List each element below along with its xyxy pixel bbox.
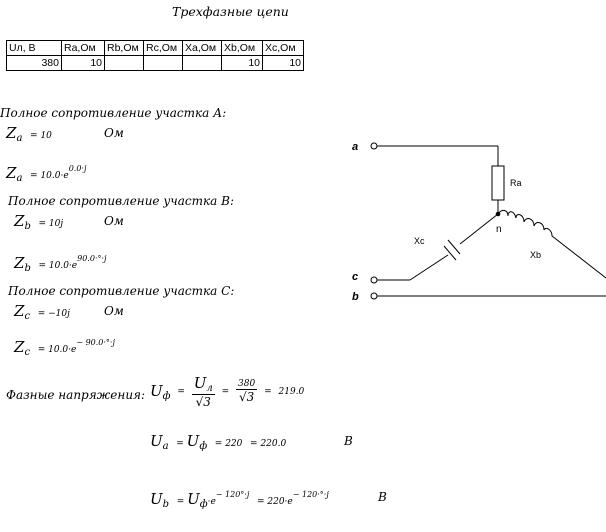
table-header-cell: Rc,Ом xyxy=(143,40,183,56)
label-n: n xyxy=(496,224,502,235)
ub-exp-power-2: − 120·°·j xyxy=(292,490,329,499)
ub-subscript: b xyxy=(162,499,170,510)
section-b-label: Полное сопротивление участка В: xyxy=(8,194,235,208)
table-header-cell: Xb,Ом xyxy=(221,40,263,56)
zb-equation: Zb = 10j xyxy=(14,212,64,232)
table-value-row: 380 10 10 10 xyxy=(6,55,304,71)
fraction-ul-sqrt3: Uл √3 xyxy=(191,374,215,409)
u-subscript: ф xyxy=(162,390,171,402)
z-subscript: a xyxy=(16,173,23,184)
za-equation: Za = 10 xyxy=(6,124,52,144)
u-phi-result: 219.0 xyxy=(278,386,305,397)
table-header-cell: Uл, В xyxy=(6,40,62,56)
z-subscript: c xyxy=(24,347,31,358)
zb-exp-power: 90.0·°·j xyxy=(77,254,107,263)
ub-exp-power: − 120°·j xyxy=(215,490,250,499)
sqrt3-den: √3 xyxy=(195,395,211,409)
table-cell: 10 xyxy=(61,55,105,71)
z-symbol: Z xyxy=(14,302,25,320)
z-subscript: b xyxy=(24,221,31,232)
z-subscript: a xyxy=(16,133,23,144)
u-phi-symbol: U xyxy=(186,432,200,450)
table-cell xyxy=(104,55,144,71)
table-cell: 380 xyxy=(6,55,62,71)
ub-equation: Ub = Uф·e− 120°·j = 220·e− 120·°·j xyxy=(150,490,329,510)
terminal-b xyxy=(370,292,378,300)
ul-subscript: л xyxy=(206,383,213,394)
table-cell: 10 xyxy=(221,55,263,71)
ua-mid-value: 220 xyxy=(225,439,243,449)
table-header-cell: Rb,Ом xyxy=(104,40,144,56)
z-symbol: Z xyxy=(14,254,25,272)
phase-voltage-label: Фазные напряжения: xyxy=(6,388,146,402)
table-cell: 10 xyxy=(262,55,304,71)
sqrt3-den-2: √3 xyxy=(239,390,255,404)
za-unit: Ом xyxy=(104,126,124,140)
ub-coef: 220·e xyxy=(267,497,293,507)
resistor-ra xyxy=(491,165,505,201)
z-symbol: Z xyxy=(14,338,25,356)
u-phi-equation: Uф = Uл √3 = 380 √3 = 219.0 xyxy=(150,374,305,409)
z-symbol: Z xyxy=(14,212,25,230)
u-phi-symbol: U xyxy=(187,490,200,508)
ua-equation: Ua = Uф = 220 = 220.0 xyxy=(150,432,287,452)
table-header-cell: Xc,Ом xyxy=(262,40,304,56)
ua-unit: В xyxy=(344,434,353,448)
label-b: b xyxy=(352,291,359,303)
zc-exp-coef: 10.0·e xyxy=(48,345,77,355)
ua-subscript: a xyxy=(162,441,169,452)
capacitor-plate-2 xyxy=(447,239,461,255)
zb-exp-coef: 10.0·e xyxy=(48,261,78,271)
page-title: Трехфазные цепи xyxy=(172,4,289,19)
zc-exp-equation: Zc = 10.0·e− 90.0·°·j xyxy=(14,338,115,358)
capacitor-plate-1 xyxy=(443,245,457,261)
table-header-row: Uл, В Ra,Ом Rb,Ом Rc,Ом Xa,Ом Xb,Ом Xc,О… xyxy=(6,40,304,56)
za-value: 10 xyxy=(40,131,52,141)
label-c: c xyxy=(352,271,358,283)
zc-exp-power: − 90.0·°·j xyxy=(76,338,115,347)
table-header-cell: Ra,Ом xyxy=(61,40,105,56)
zb-value: 10j xyxy=(48,219,64,229)
terminal-c xyxy=(370,276,378,284)
zc-unit: Ом xyxy=(104,304,124,318)
table-cell xyxy=(143,55,183,71)
z-symbol: Z xyxy=(6,124,17,142)
label-xc: Xc xyxy=(414,236,425,246)
section-a-label: Полное сопротивление участка А: xyxy=(0,106,227,120)
numerator-380: 380 xyxy=(236,379,258,390)
terminal-a xyxy=(370,142,378,150)
zc-value: −10j xyxy=(48,309,70,319)
ua-result: 220.0 xyxy=(260,439,287,449)
label-xb: Xb xyxy=(530,250,541,260)
zb-unit: Ом xyxy=(104,214,124,228)
parameters-table: Uл, В Ra,Ом Rb,Ом Rc,Ом Xa,Ом Xb,Ом Xc,О… xyxy=(6,40,304,71)
u-phi-subscript: ф xyxy=(199,441,208,452)
label-ra: Ra xyxy=(510,178,522,188)
ub-unit: В xyxy=(378,490,387,504)
za-exp-power: 0.0·j xyxy=(68,164,87,173)
section-c-label: Полное сопротивление участка С: xyxy=(8,284,235,298)
u-phi-subscript: ф xyxy=(199,499,208,510)
u-symbol: U xyxy=(150,381,163,400)
zb-exp-equation: Zb = 10.0·e90.0·°·j xyxy=(14,254,107,274)
za-exp-coef: 10.0·e xyxy=(40,171,69,181)
z-subscript: b xyxy=(24,263,31,274)
table-cell xyxy=(182,55,222,71)
fraction-380-sqrt3: 380 √3 xyxy=(236,379,258,404)
z-symbol: Z xyxy=(6,164,17,182)
z-subscript: c xyxy=(24,311,31,322)
ul-symbol: U xyxy=(193,374,207,392)
zc-equation: Zc = −10j xyxy=(14,302,70,322)
table-header-cell: Xa,Ом xyxy=(182,40,222,56)
inductor-xb xyxy=(497,209,553,237)
label-a: a xyxy=(352,141,358,153)
za-exp-equation: Za = 10.0·e0.0·j xyxy=(6,164,87,184)
circuit-diagram: a c b n Ra Xb Xc xyxy=(352,141,606,303)
